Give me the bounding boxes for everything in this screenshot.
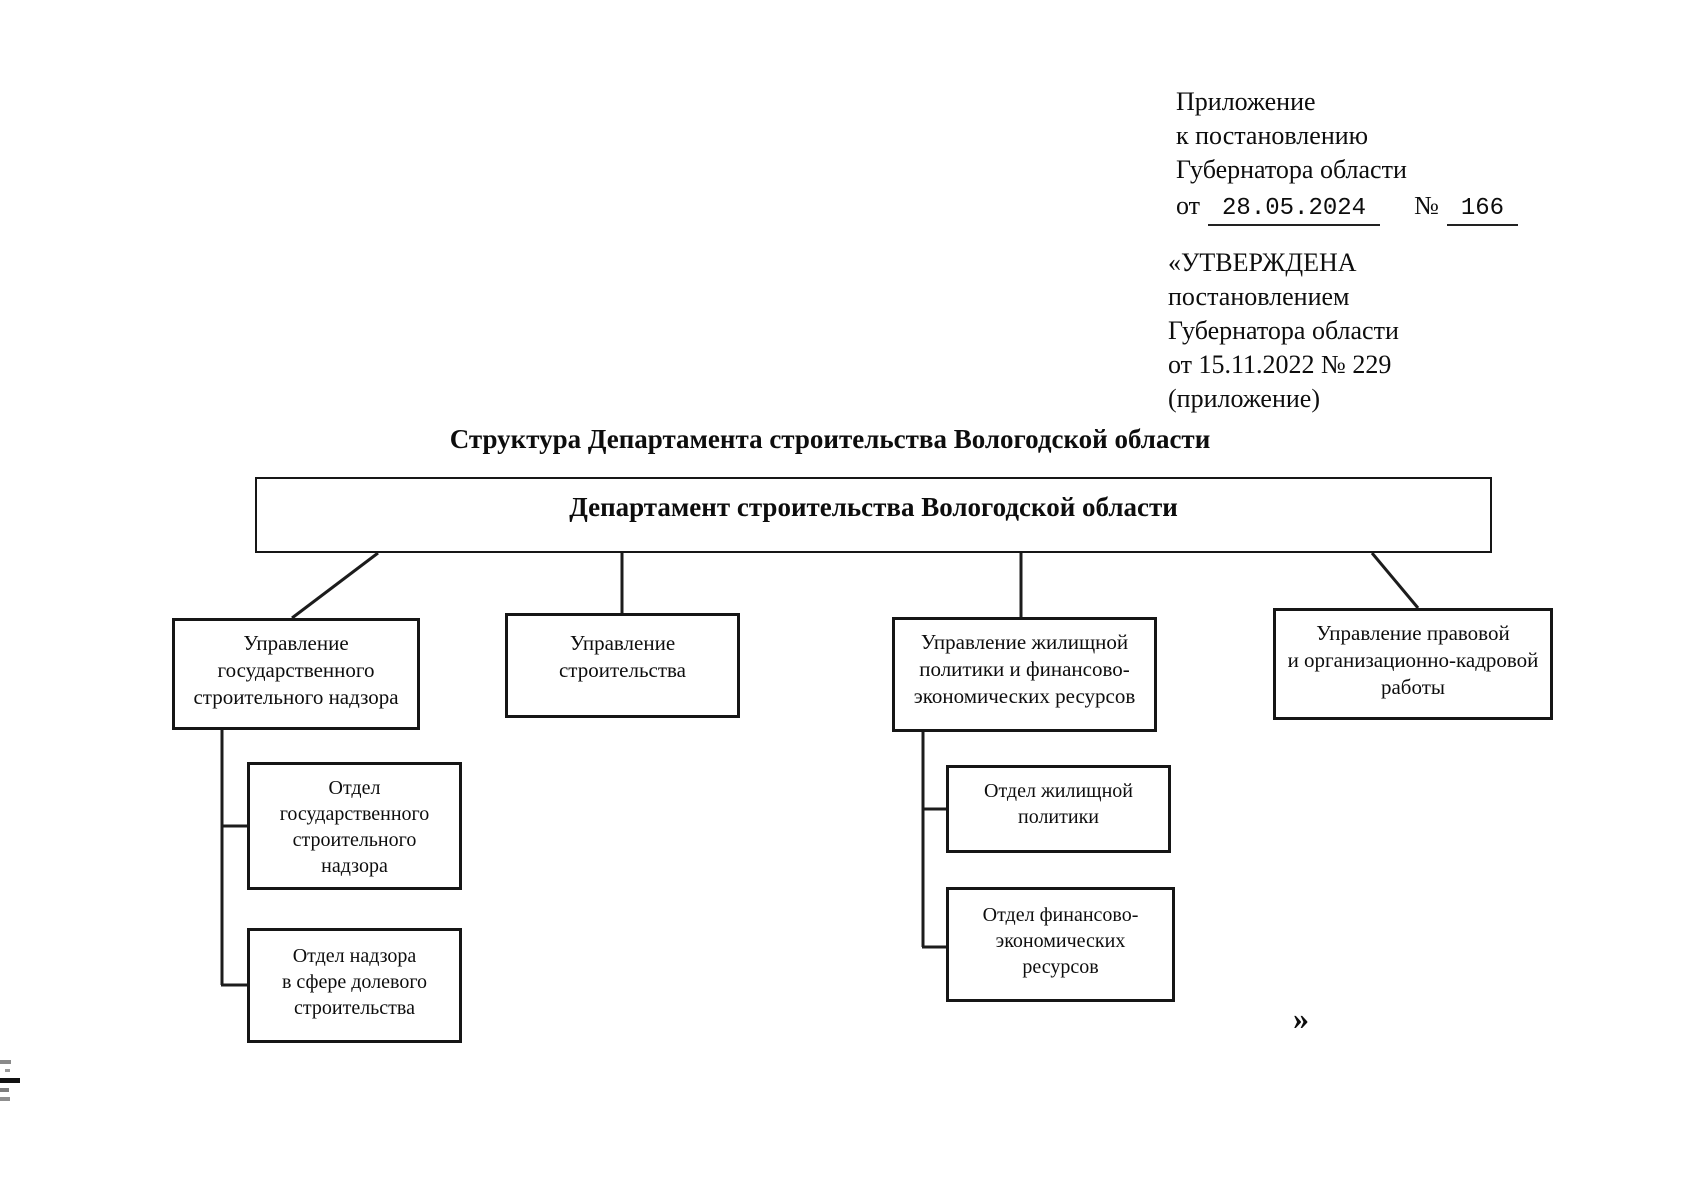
approval-note: «УТВЕРЖДЕНА постановлением Губернатора о… bbox=[1168, 246, 1399, 416]
approval-note-line: «УТВЕРЖДЕНА bbox=[1168, 248, 1357, 277]
org-box-division-state-construction-supervision: Управление государственного строительног… bbox=[172, 618, 420, 730]
approval-note-line: постановлением bbox=[1168, 282, 1350, 311]
org-box-dept-state-construction-supervision: Отдел государственного строительного над… bbox=[247, 762, 462, 890]
org-box-label: Отдел надзора в сфере долевого строитель… bbox=[281, 945, 428, 1019]
org-box-label: Отдел государственного строительного над… bbox=[279, 777, 430, 877]
appendix-note-line: к постановлению bbox=[1176, 121, 1369, 150]
appendix-note-line: Приложение bbox=[1176, 87, 1316, 116]
org-box-label: Отдел финансово- экономических ресурсов bbox=[982, 904, 1139, 978]
org-box-dept-housing-policy: Отдел жилищной политики bbox=[946, 765, 1171, 853]
approval-note-line: (приложение) bbox=[1168, 384, 1321, 413]
org-box-division-construction: Управление строительства bbox=[505, 613, 740, 718]
org-box-label: Отдел жилищной политики bbox=[984, 780, 1133, 828]
connector-root-division4 bbox=[1370, 552, 1420, 609]
closing-quote-mark: » bbox=[1293, 1000, 1309, 1036]
org-box-label: Управление государственного строительног… bbox=[193, 631, 399, 709]
scan-artifact bbox=[0, 1078, 20, 1083]
appendix-date-value: 28.05.2024 bbox=[1208, 195, 1381, 226]
org-box-division-housing-policy-finance: Управление жилищной политики и финансово… bbox=[892, 617, 1157, 732]
scan-artifact bbox=[0, 1088, 9, 1092]
org-box-dept-shared-construction-supervision: Отдел надзора в сфере долевого строитель… bbox=[247, 928, 462, 1043]
approval-note-line: Губернатора области bbox=[1168, 316, 1399, 345]
appendix-note-line: Губернатора области bbox=[1176, 155, 1407, 184]
org-chart-title: Структура Департамента строительства Вол… bbox=[449, 424, 1211, 454]
approval-note-line: от 15.11.2022 № 229 bbox=[1168, 350, 1392, 379]
org-box-label: Департамент строительства Вологодской об… bbox=[569, 492, 1178, 522]
org-box-label: Управление правовой и организационно-кад… bbox=[1287, 621, 1539, 699]
scan-artifact bbox=[0, 1097, 10, 1101]
org-box-dept-finance-economic-resources: Отдел финансово- экономических ресурсов bbox=[946, 887, 1175, 1002]
org-box-label: Управление строительства bbox=[558, 631, 686, 682]
appendix-note: Приложение к постановлению Губернатора о… bbox=[1176, 85, 1519, 226]
appendix-number-sign: № bbox=[1414, 191, 1439, 220]
appendix-date-prefix: от bbox=[1176, 191, 1201, 220]
org-box-division-legal-hr: Управление правовой и организационно-кад… bbox=[1273, 608, 1553, 720]
connector-root-division1 bbox=[291, 551, 379, 620]
appendix-number-value: 166 bbox=[1446, 195, 1519, 226]
scan-artifact bbox=[5, 1069, 10, 1072]
org-box-department: Департамент строительства Вологодской об… bbox=[255, 477, 1492, 553]
org-box-label: Управление жилищной политики и финансово… bbox=[913, 630, 1136, 708]
scan-artifact bbox=[0, 1060, 11, 1064]
